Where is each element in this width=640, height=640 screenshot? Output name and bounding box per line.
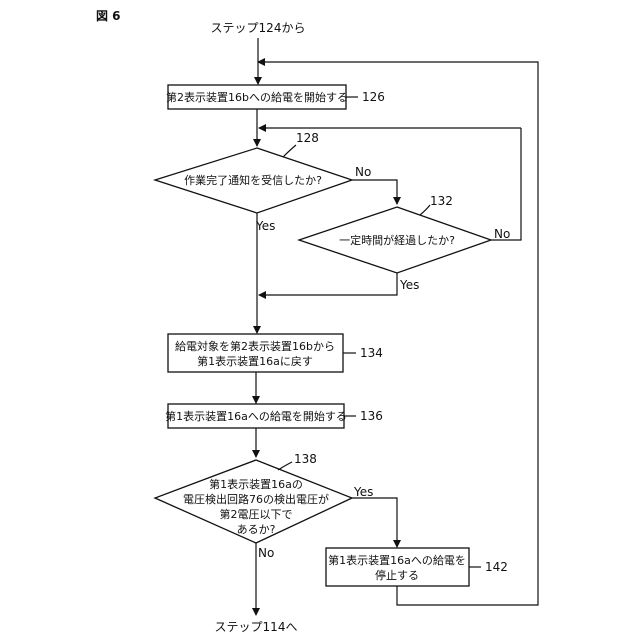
- decision-132-ref-leader: [420, 205, 430, 215]
- step-126-text: 第2表示装置16bへの給電を開始する: [166, 90, 348, 104]
- step-134: 給電対象を第2表示装置16bから 第1表示装置16aに戻す: [168, 334, 343, 372]
- decision-138-no-label: No: [258, 546, 274, 560]
- step-136-text: 第1表示装置16aへの給電を開始する: [165, 409, 347, 423]
- decision-138-text-line1: 第1表示装置16aの: [209, 477, 303, 491]
- decision-138-ref-leader: [278, 462, 292, 470]
- step-142-text-line1: 第1表示装置16aへの給電を: [328, 553, 466, 567]
- decision-132-text: 一定時間が経過したか?: [339, 233, 455, 247]
- connector-128-no-132: [352, 180, 397, 204]
- decision-132: 一定時間が経過したか?: [299, 207, 491, 273]
- connector-132-yes-merge: [259, 273, 397, 295]
- step-134-text-line2: 第1表示装置16aに戻す: [197, 354, 313, 368]
- step-136: 第1表示装置16aへの給電を開始する: [165, 404, 347, 428]
- decision-128-ref-leader: [283, 145, 296, 157]
- decision-138-ref: 138: [294, 452, 317, 466]
- decision-138-text-line4: あるか?: [237, 523, 276, 536]
- decision-128-text: 作業完了通知を受信したか?: [184, 173, 322, 187]
- step-142-ref: 142: [485, 560, 508, 574]
- decision-132-yes-label: Yes: [399, 278, 419, 292]
- connector-132-no-loop: [491, 128, 521, 240]
- decision-128: 作業完了通知を受信したか?: [155, 148, 352, 213]
- step-142: 第1表示装置16aへの給電を 停止する: [326, 548, 469, 586]
- end-label: ステップ114へ: [215, 620, 298, 634]
- decision-132-ref: 132: [430, 194, 453, 208]
- step-142-text-line2: 停止する: [375, 568, 419, 582]
- step-126: 第2表示装置16bへの給電を開始する: [166, 85, 348, 109]
- decision-128-ref: 128: [296, 131, 319, 145]
- decision-138-text-line3: 第2電圧以下で: [220, 507, 293, 521]
- step-134-ref: 134: [360, 346, 383, 360]
- decision-138: 第1表示装置16aの 電圧検出回路76の検出電圧が 第2電圧以下で あるか?: [155, 460, 352, 543]
- step-126-ref: 126: [362, 90, 385, 104]
- connector-138-yes-142: [352, 498, 397, 547]
- decision-128-yes-label: Yes: [255, 219, 275, 233]
- start-label: ステップ124から: [211, 21, 306, 35]
- decision-132-no-label: No: [494, 227, 510, 241]
- figure-label: 図 6: [96, 9, 121, 23]
- step-136-ref: 136: [360, 409, 383, 423]
- decision-128-no-label: No: [355, 165, 371, 179]
- step-134-text-line1: 給電対象を第2表示装置16bから: [175, 339, 335, 353]
- decision-138-text-line2: 電圧検出回路76の検出電圧が: [183, 492, 329, 506]
- decision-138-yes-label: Yes: [353, 485, 373, 499]
